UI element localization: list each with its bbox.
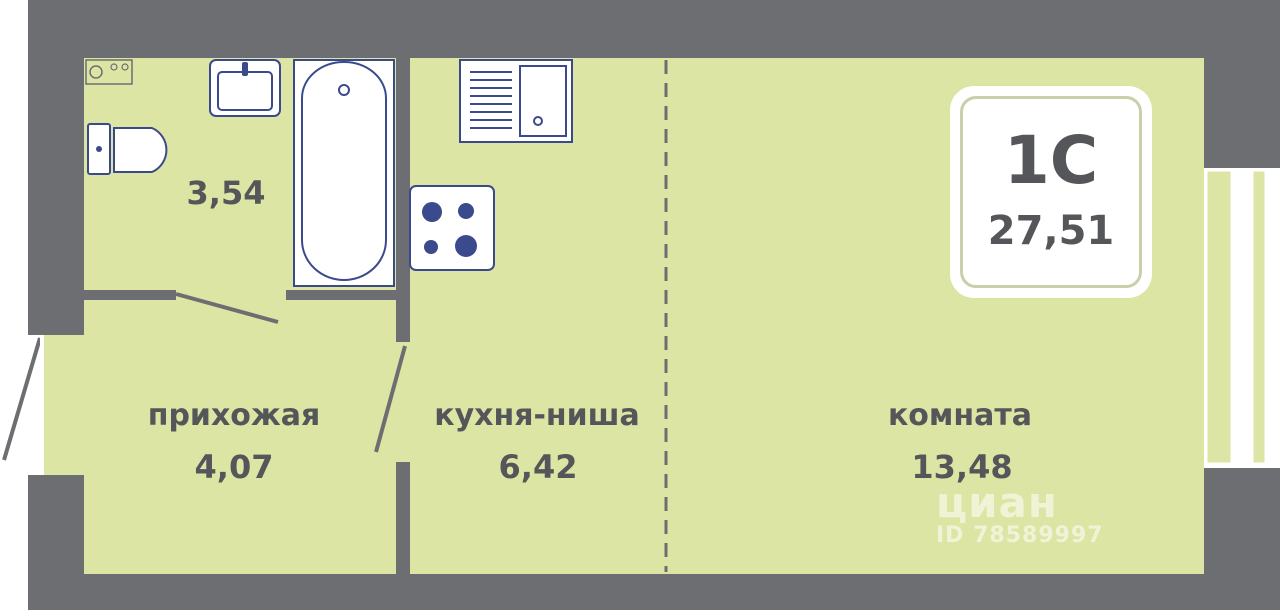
kitchen-door — [374, 345, 407, 453]
entrance-frame — [40, 335, 44, 475]
bathroom-door — [175, 292, 279, 324]
meter-dial — [121, 63, 129, 71]
toilet-button — [96, 146, 102, 152]
hallway-area: 4,07 — [194, 448, 274, 486]
room-area: 13,48 — [911, 448, 1013, 486]
stove-icon — [409, 185, 495, 271]
watermark: циан ID 78589997 — [936, 478, 1104, 548]
hall-door-floor — [44, 335, 84, 475]
kitchen-name: кухня-ниша — [434, 398, 640, 433]
bathroom-area: 3,54 — [186, 174, 266, 212]
badge-frame — [960, 96, 1142, 288]
partition-wall-vertical — [396, 462, 410, 574]
watermark-brand: циан — [936, 478, 1058, 527]
watermark-listing-id: ID 78589997 — [936, 523, 1104, 548]
total-area: 27,51 — [987, 208, 1115, 254]
partition-wall-bath — [286, 290, 410, 300]
kitchen-area: 6,42 — [498, 448, 578, 486]
bathtub-drain — [338, 84, 350, 96]
room-name: комната — [887, 398, 1033, 433]
hallway-floor — [84, 292, 396, 574]
window-glass — [1250, 168, 1268, 466]
hallway-name: прихожая — [147, 398, 321, 433]
meter-dial — [89, 65, 103, 79]
bathtub-basin — [301, 61, 387, 281]
partition-wall-bath — [84, 290, 176, 300]
kitchen-sink-basin — [519, 65, 567, 137]
sink-tap — [242, 62, 248, 76]
stove-burner — [422, 202, 442, 222]
meter-dial — [110, 63, 118, 71]
stove-burner — [458, 203, 474, 219]
stove-burner — [424, 240, 438, 254]
apartment-type-badge: 1С 27,51 — [952, 88, 1150, 296]
entrance-door — [2, 337, 42, 461]
sink-basin — [217, 71, 273, 111]
stove-burner — [455, 235, 477, 257]
kitchen-sink-drain — [533, 116, 543, 126]
drainboard-lines — [470, 71, 512, 129]
partition-wall-vertical — [396, 58, 410, 342]
window-glass — [1204, 168, 1234, 466]
toilet-bowl — [113, 127, 168, 173]
apartment-type: 1С — [1003, 122, 1099, 199]
